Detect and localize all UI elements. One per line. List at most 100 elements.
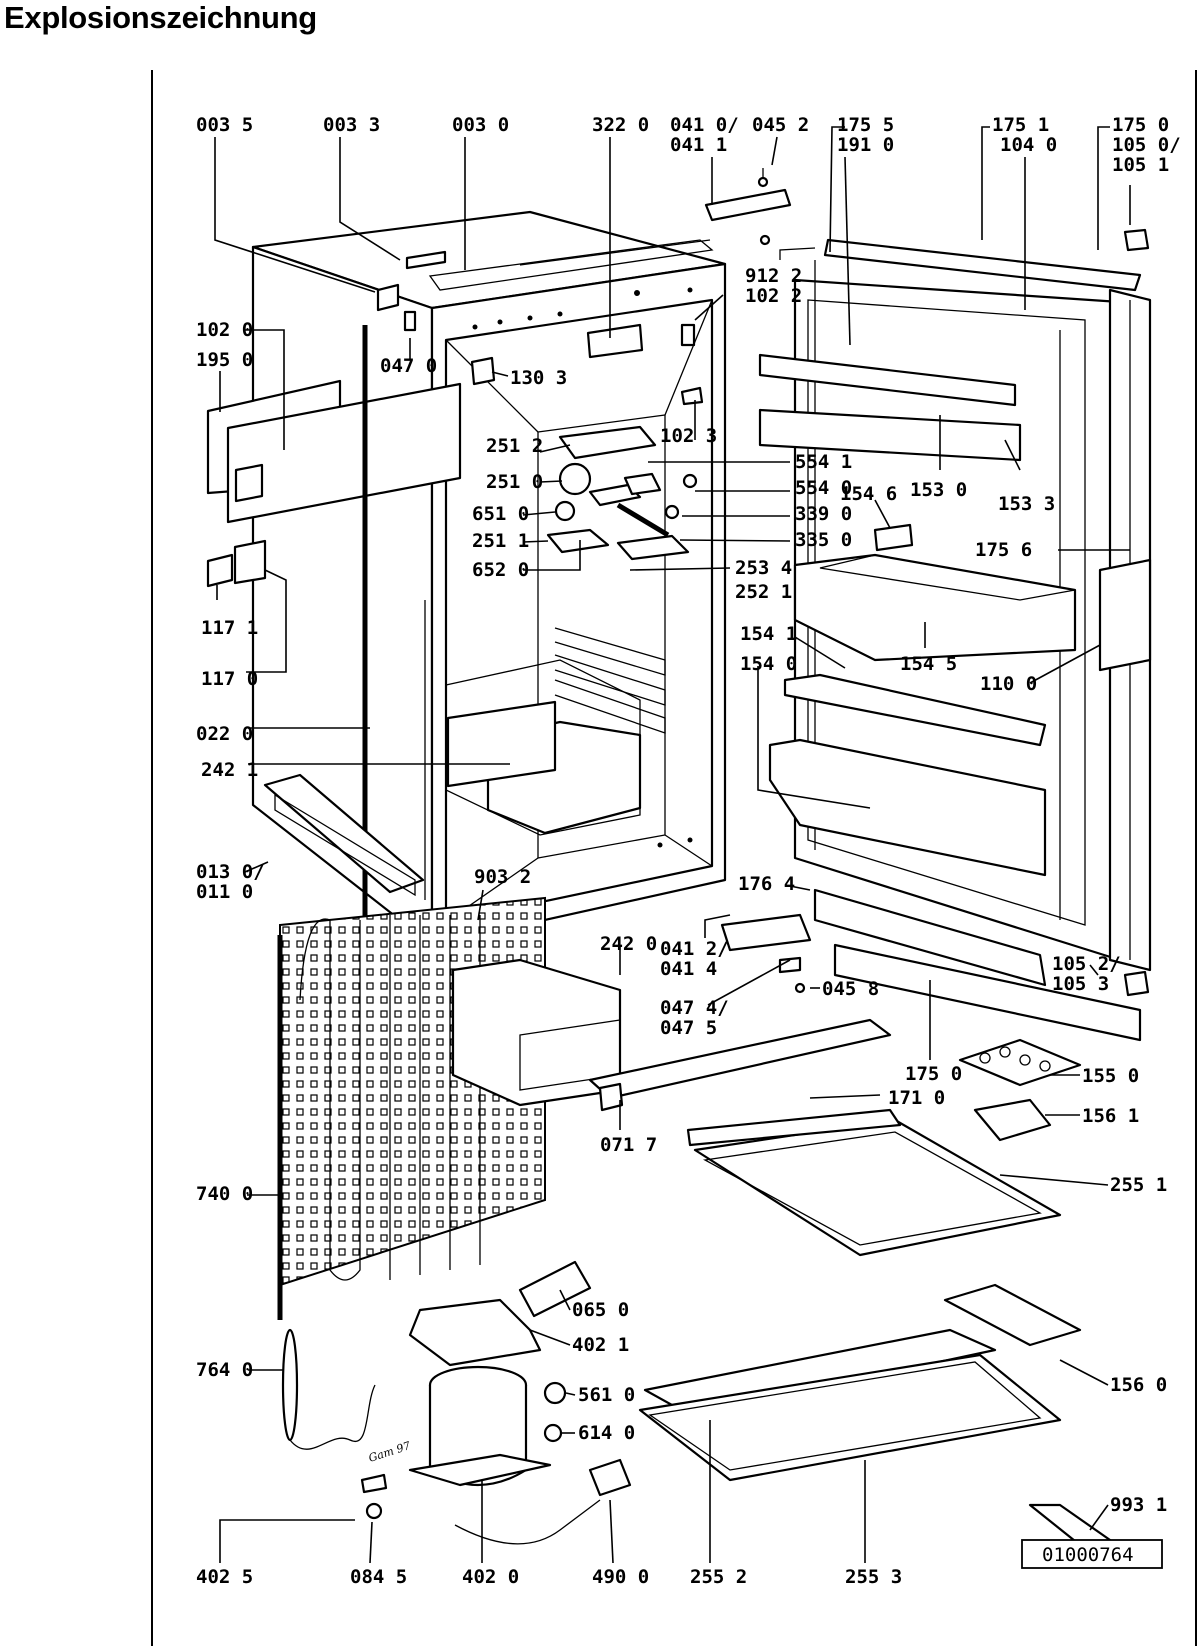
part-labels: 003 5 003 3 003 0 322 0 041 0/ 041 1 045… [196,114,1181,1588]
part-label: 011 0 [196,881,253,903]
part-label: 652 0 [472,559,529,581]
page-title: Explosionszeichnung [4,0,317,35]
thermostat-housing [546,425,698,561]
part-label: 105 2/ [1052,953,1121,975]
part-label: 105 0/ [1112,134,1181,156]
fence-rail-171 [588,1018,892,1112]
part-label: 041 2/ [660,938,729,960]
part-label: 251 0 [486,471,543,493]
part-label: 013 0/ [196,861,265,883]
part-label: 339 0 [795,503,852,525]
part-label: 047 5 [660,1017,717,1039]
door-shelf-153 [758,353,1022,462]
part-label: 175 0 [1112,114,1169,136]
part-label: 156 0 [1110,1374,1167,1396]
part-label: 402 5 [196,1566,253,1588]
part-label: 175 6 [975,539,1032,561]
part-label: 903 2 [474,866,531,888]
part-label: 561 0 [578,1384,635,1406]
part-label: 065 0 [572,1299,629,1321]
part-label: 041 4 [660,958,717,980]
part-label: 195 0 [196,349,253,371]
drawing-reference-number: 01000764 [1042,1544,1134,1566]
glass-shelf-255-1 [686,1108,1062,1257]
compressor [360,1298,632,1545]
door-shelf-154-1 [768,673,1047,877]
part-label: 176 4 [738,873,795,895]
part-label: 153 3 [998,493,1055,515]
part-label: 251 1 [472,530,529,552]
part-label: 322 0 [592,114,649,136]
part-label: 102 0 [196,319,253,341]
glass-shelf-255-2 [638,1328,1062,1482]
part-label: 242 0 [600,933,657,955]
part-label: 191 0 [837,134,894,156]
part-label: 490 0 [592,1566,649,1588]
part-label: 003 5 [196,114,253,136]
part-label: 242 1 [201,759,258,781]
butter-dish [973,1098,1052,1142]
part-label: 175 5 [837,114,894,136]
part-label: 045 2 [752,114,809,136]
scraper-993 [1028,1503,1112,1547]
part-label: 130 3 [510,367,567,389]
part-label: 003 0 [452,114,509,136]
part-label: 651 0 [472,503,529,525]
door-bottom-strip [813,888,1142,1042]
part-label: 402 1 [572,1334,629,1356]
part-label: 255 3 [845,1566,902,1588]
part-label: 154 0 [740,653,797,675]
part-label: 045 8 [822,978,879,1000]
part-label: 154 6 [840,483,897,505]
part-label: 335 0 [795,529,852,551]
control-panel-cover [206,379,462,588]
part-label: 255 1 [1110,1174,1167,1196]
part-label: 104 0 [1000,134,1057,156]
part-label: 071 7 [600,1134,657,1156]
part-label: 105 3 [1052,973,1109,995]
drawing-reference-box: 01000764 [1021,1539,1163,1569]
part-label: 175 0 [905,1063,962,1085]
part-label: 003 3 [323,114,380,136]
part-label: 084 5 [350,1566,407,1588]
part-label: 154 5 [900,653,957,675]
part-label: 252 1 [735,581,792,603]
top-hinge [376,168,792,406]
part-label: 022 0 [196,723,253,745]
part-label: 912 2 [745,265,802,287]
part-label: 402 0 [462,1566,519,1588]
part-label: 041 1 [670,134,727,156]
part-label: 154 1 [740,623,797,645]
leader-lines [214,126,1131,1564]
part-label: 255 2 [690,1566,747,1588]
part-label: 047 4/ [660,997,729,1019]
part-label: 105 1 [1112,154,1169,176]
part-label: 614 0 [578,1422,635,1444]
capacitor [281,1260,592,1450]
signature: Gam 97 [367,1439,412,1465]
part-label: 117 0 [201,668,258,690]
part-label: 764 0 [196,1359,253,1381]
part-label: 153 0 [910,479,967,501]
part-label: 253 4 [735,557,792,579]
cabinet-body [251,210,727,947]
part-label: 110 0 [980,673,1037,695]
part-label: 117 1 [201,617,258,639]
part-label: 171 0 [888,1087,945,1109]
bottom-trim [263,773,425,897]
egg-tray [958,1038,1082,1087]
part-label: 041 0/ [670,114,739,136]
part-label: 156 1 [1082,1105,1139,1127]
part-label: 740 0 [196,1183,253,1205]
part-label: 175 1 [992,114,1049,136]
part-label: 155 0 [1082,1065,1139,1087]
small-part-154-6 [873,523,914,552]
door-hinge-parts [720,228,1150,997]
part-label: 993 1 [1110,1494,1167,1516]
part-label: 102 3 [660,425,717,447]
part-label: 251 2 [486,435,543,457]
part-label: 047 0 [380,355,437,377]
part-label: 554 0 [795,477,852,499]
door-shelf-154-5 [793,553,1077,662]
